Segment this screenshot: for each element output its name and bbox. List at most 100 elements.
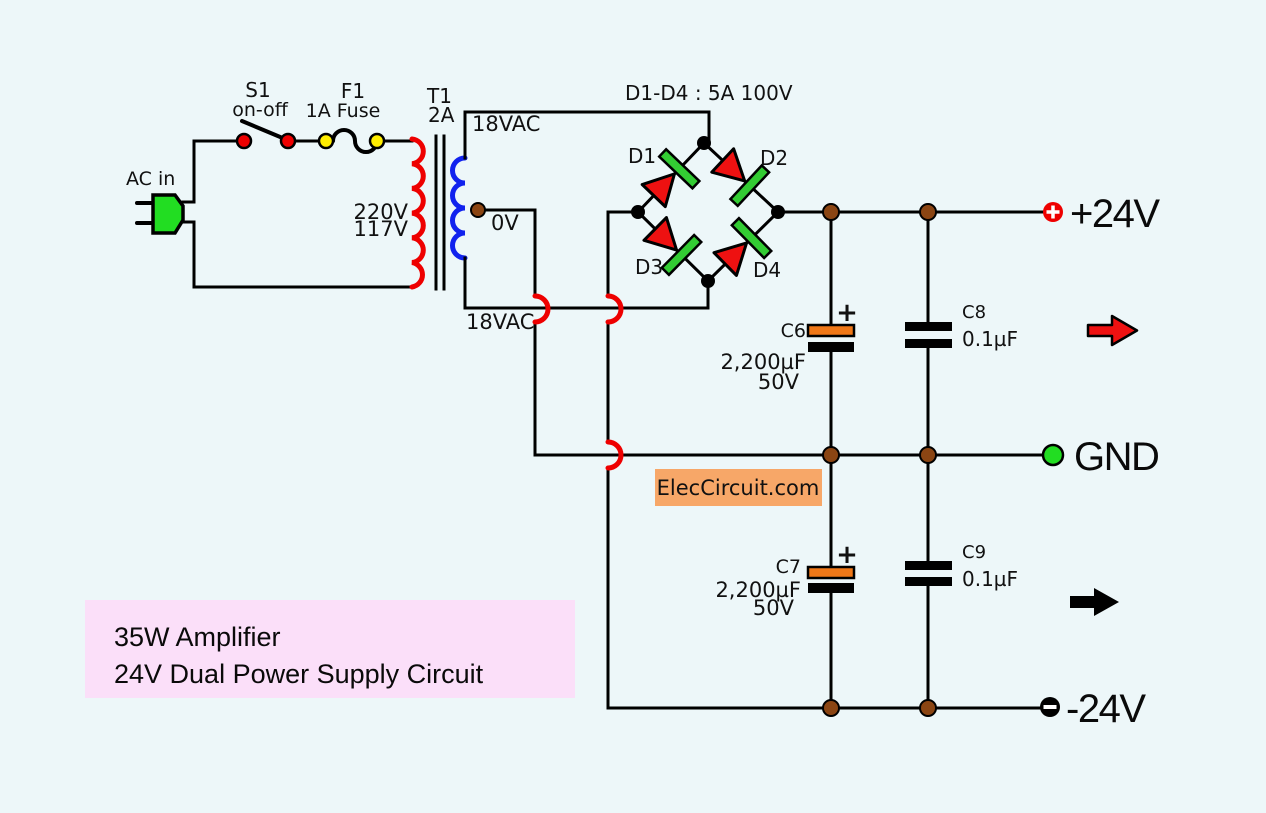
cap-c6-negative-plate: [808, 342, 854, 352]
hop-neg-over-gnd: [605, 439, 624, 471]
cap-c7-ref-label: C7: [776, 556, 801, 578]
primary-voltage-220: 220V: [354, 200, 409, 224]
bridge-node-left: [631, 205, 645, 219]
cap-c9-plate-bottom: [905, 577, 952, 586]
positive-terminal-plus-icon: [1046, 205, 1060, 219]
ac-plug: [151, 193, 185, 235]
ac-input-section: AC in S1 on-off F1 1A Fuse: [126, 78, 414, 289]
secondary-winding: [450, 155, 468, 261]
switch-lever: [240, 119, 287, 141]
secondary-bottom-label: 18VAC: [466, 310, 534, 334]
junction-neg-c7: [822, 699, 840, 717]
negative-flow-arrow-icon: [1070, 588, 1119, 616]
bridge-spec-label: D1-D4 : 5A 100V: [625, 81, 793, 105]
cap-c9-ref-label: C9: [962, 542, 986, 563]
cap-c9-plate-top: [905, 561, 952, 570]
primary-voltage-117: 117V: [354, 217, 409, 241]
transformer-ref-label: T1: [426, 84, 452, 108]
switch-contact-left: [235, 132, 253, 150]
watermark-badge: ElecCircuit.com: [655, 469, 822, 506]
cap-c7-positive-plate: [806, 565, 856, 580]
fuse-ref-label: F1: [341, 79, 365, 103]
diode-d1-body: [640, 172, 676, 209]
transformer-rating-label: 2A: [428, 103, 455, 127]
cap-c7-negative-plate: [808, 583, 854, 593]
cap-c6-value-label: 2,200µF: [720, 350, 806, 374]
cap-c7-value-label: 2,200µF: [715, 578, 801, 602]
cap-c8-value-label: 0.1µF: [962, 327, 1018, 351]
gnd-terminal: [1041, 443, 1065, 467]
diode-d4-body: [712, 241, 749, 277]
cap-c8-ref-label: C8: [962, 302, 986, 323]
title-line-2: 24V Dual Power Supply Circuit: [114, 659, 484, 689]
switch-ref-label: S1: [245, 78, 270, 102]
bridge-node-right: [771, 205, 785, 219]
cap-c6-positive-plate: [806, 323, 856, 338]
junction-pos-c8: [919, 203, 937, 221]
ac-in-label: AC in: [126, 168, 175, 190]
diode-d2-label: D2: [760, 146, 788, 170]
center-tap-to-gnd-wire: [470, 208, 1045, 457]
gnd-output-label: GND: [1074, 435, 1158, 479]
watermark-text: ElecCircuit.com: [657, 476, 820, 500]
fuse-contact-right: [368, 132, 386, 150]
watermark-background: [655, 469, 822, 506]
primary-loop-wire: [181, 139, 414, 289]
diode-d2-body: [710, 147, 747, 183]
cap-c8-plate-top: [905, 322, 952, 331]
title-line-1: 35W Amplifier: [114, 622, 281, 652]
switch-contact-right: [279, 132, 297, 150]
junction-neg-c9: [919, 699, 937, 717]
fuse-desc-label: 1A Fuse: [306, 100, 381, 122]
cap-c6-voltage-label: 50V: [758, 370, 800, 394]
center-tap-label: 0V: [491, 211, 519, 235]
fuse-contacts: [317, 132, 386, 150]
primary-winding: [409, 136, 426, 290]
junction-gnd-c8c9: [919, 446, 937, 464]
hop-neg-over-18vac: [605, 293, 624, 325]
fuse-contact-left: [317, 132, 335, 150]
junction-gnd-c6c7: [822, 446, 840, 464]
cap-c7-plus-label: +: [836, 540, 858, 570]
cap-c6-ref-label: C6: [781, 320, 806, 342]
diode-d3-label: D3: [635, 255, 663, 279]
plug-prongs: [135, 201, 155, 225]
secondary-top-wire: [463, 110, 711, 160]
diode-d1-cathode-bar: [657, 147, 702, 191]
secondary-top-label: 18VAC: [472, 112, 540, 136]
output-terminals: +24V GND -24V: [1040, 192, 1162, 731]
cap-c6-plus-label: +: [836, 298, 858, 328]
bridge-neg-to-rail-wire: [606, 210, 1043, 710]
diode-d1-label: D1: [628, 144, 656, 168]
fuse-element: [331, 128, 379, 154]
hop-0v-over-18vac: [532, 293, 551, 325]
bridge-node-top: [697, 136, 711, 150]
junction-dots: [470, 202, 937, 717]
cap-c9-value-label: 0.1µF: [962, 567, 1018, 591]
diode-d1: [640, 147, 702, 209]
filter-capacitors: C6 + 2,200µF 50V C8 0.1µF C7 + 2,200µF 5…: [715, 210, 1018, 710]
transformer: T1 2A 220V 117V: [354, 84, 468, 291]
switch-contacts: [235, 132, 297, 150]
switch-desc-label: on-off: [232, 99, 288, 121]
diode-d3: [642, 216, 704, 277]
diode-d4: [712, 216, 774, 277]
diode-d2: [710, 147, 771, 208]
transformer-core: [434, 134, 446, 291]
cap-c7-voltage-label: 50V: [753, 596, 795, 620]
positive-flow-arrow-icon: [1086, 314, 1139, 347]
junction-center-tap: [470, 202, 486, 218]
cap-c8-plate-bottom: [905, 339, 952, 348]
title-box: 35W Amplifier 24V Dual Power Supply Circ…: [85, 600, 575, 698]
bridge-node-bottom: [701, 274, 715, 288]
diode-d3-cathode-bar: [660, 233, 704, 277]
wire-crossover-hops: [532, 293, 624, 471]
negative-output-label: -24V: [1066, 687, 1146, 731]
diode-d4-label: D4: [753, 258, 781, 282]
positive-output-label: +24V: [1070, 192, 1160, 236]
diode-d3-body: [642, 216, 679, 252]
secondary-wiring: 18VAC 0V 18VAC: [463, 110, 1045, 710]
diode-d2-cathode-bar: [728, 163, 771, 208]
